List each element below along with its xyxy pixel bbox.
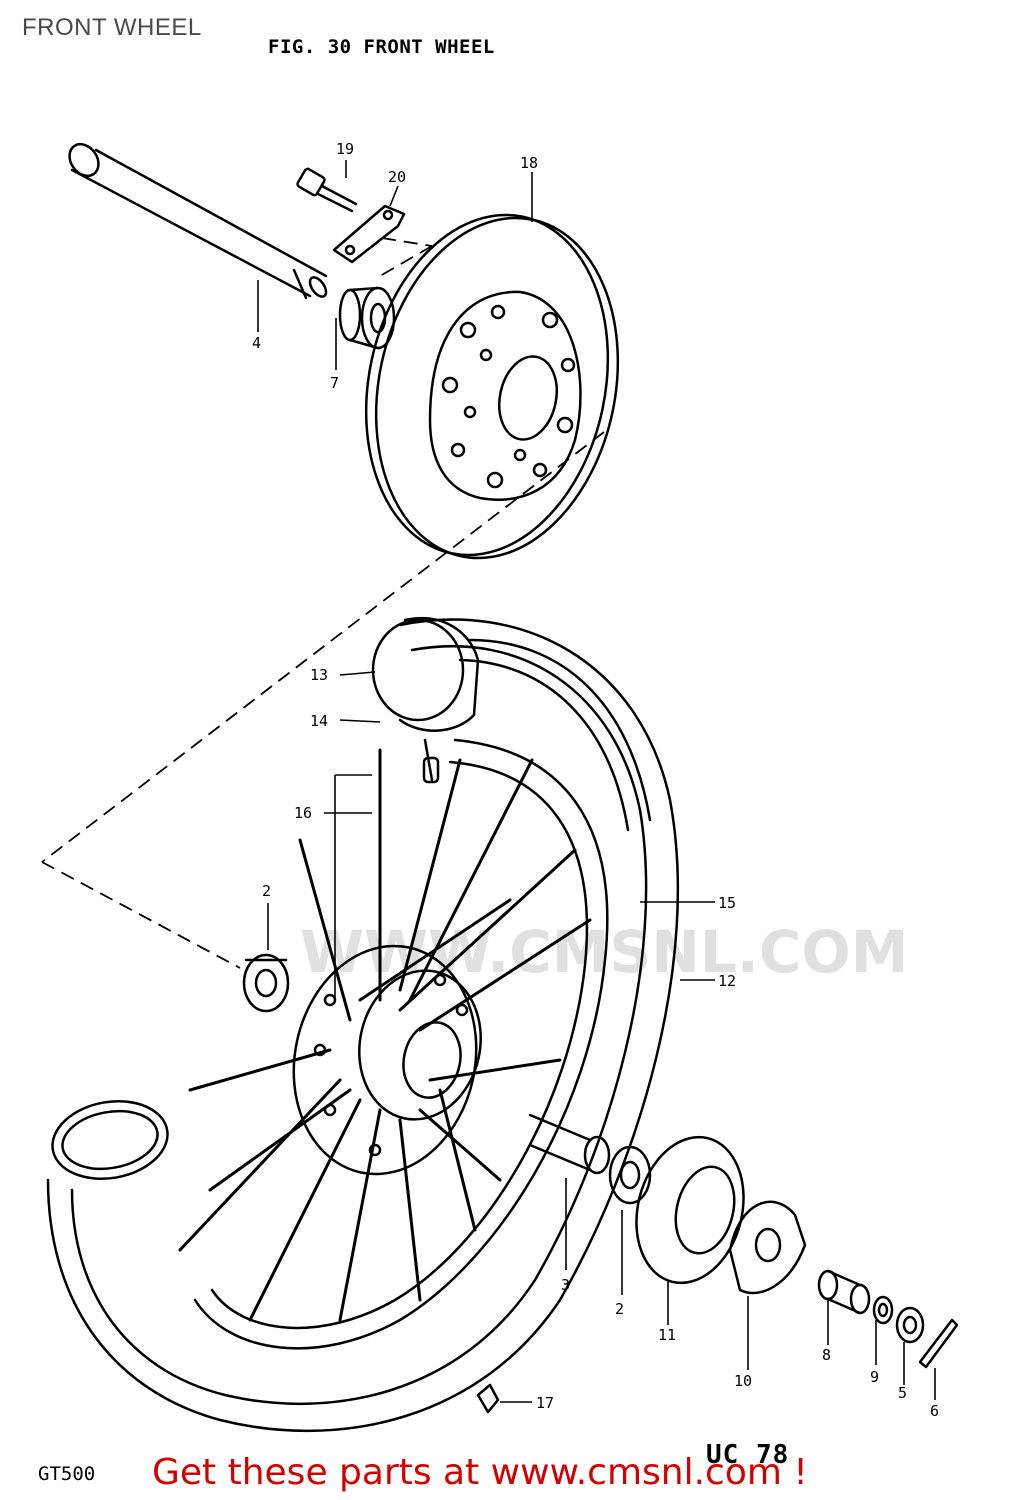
- assembly-line: [381, 237, 433, 247]
- callout-3: 3: [561, 1276, 570, 1294]
- callout-11: 11: [658, 1326, 676, 1344]
- rim-drawing: [193, 738, 609, 1350]
- callout-8: 8: [822, 1346, 831, 1364]
- axle-drawing: [68, 142, 328, 300]
- oil-seal-left-drawing: [242, 953, 290, 1013]
- tire-drawing: [46, 618, 680, 1433]
- callout-2-left: 2: [262, 882, 271, 900]
- balance-weight-drawing: [476, 1383, 500, 1414]
- callout-15: 15: [718, 894, 736, 912]
- callout-7: 7: [330, 374, 339, 392]
- tire-section-drawing: [51, 1099, 169, 1181]
- hub-drawing: [292, 944, 482, 1176]
- valve-drawing: [422, 738, 440, 784]
- callout-17: 17: [536, 1394, 554, 1412]
- callout-16: 16: [294, 804, 312, 822]
- figure-caption: FIG. 30 FRONT WHEEL: [268, 36, 495, 58]
- callout-4: 4: [252, 334, 261, 352]
- spacer-drawing: [338, 286, 396, 350]
- callout-5: 5: [898, 1384, 907, 1402]
- spokes-drawing: [178, 748, 592, 1322]
- rim-band-drawing: [371, 616, 480, 732]
- axle-nut-drawing: [895, 1306, 925, 1344]
- callout-12: 12: [718, 972, 736, 990]
- callout-10: 10: [734, 1372, 752, 1390]
- model-code: GT500: [38, 1463, 96, 1485]
- callout-2-right: 2: [615, 1300, 624, 1318]
- callout-18: 18: [520, 154, 538, 172]
- cotter-pin-drawing: [918, 1318, 959, 1369]
- speedometer-gearbox-drawing: [728, 1200, 807, 1295]
- oil-seal-right-drawing: [608, 1145, 652, 1205]
- page-header-title: FRONT WHEEL: [22, 14, 202, 41]
- collar-drawing: [817, 1269, 871, 1315]
- callout-20: 20: [388, 168, 406, 186]
- callout-9: 9: [870, 1368, 879, 1386]
- callout-14: 14: [310, 712, 328, 730]
- assembly-line: [41, 431, 605, 863]
- assembly-line: [41, 861, 241, 969]
- bolt-drawing: [296, 167, 358, 213]
- brake-disc-drawing: [364, 213, 620, 560]
- footer-link-text[interactable]: Get these parts at www.cmsnl.com !: [152, 1452, 808, 1493]
- assembly-line: [379, 245, 433, 277]
- lock-washer-drawing: [332, 204, 406, 264]
- callout-19: 19: [336, 140, 354, 158]
- callout-6: 6: [930, 1402, 939, 1420]
- hub-spacer-drawing: [528, 1113, 611, 1175]
- callout-13: 13: [310, 666, 328, 684]
- washer-drawing: [872, 1295, 894, 1325]
- year-code: UC 78: [706, 1440, 790, 1470]
